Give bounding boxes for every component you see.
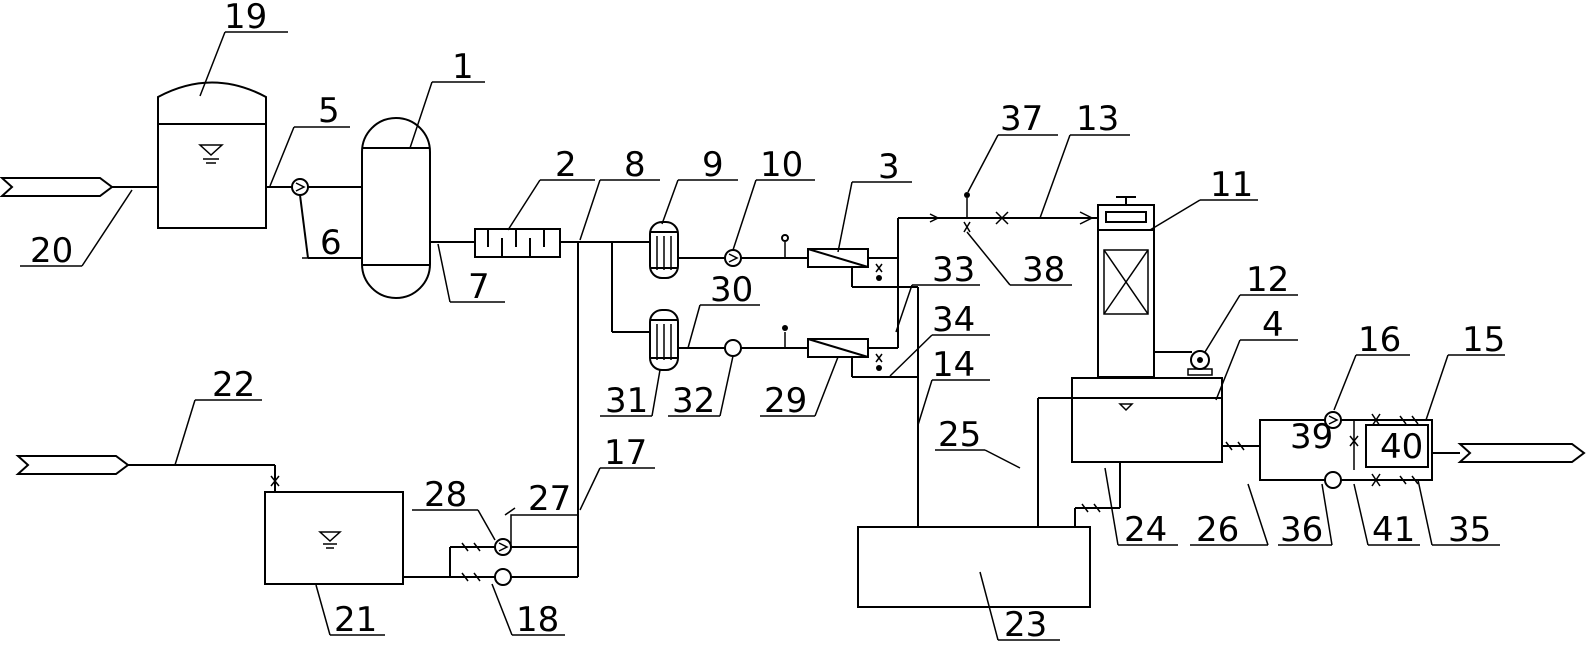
valve-icon — [963, 192, 971, 233]
valve-icon — [875, 353, 883, 371]
label-12: 12 — [1246, 260, 1289, 300]
label-28: 28 — [424, 475, 467, 515]
cartridge-9 — [649, 221, 679, 279]
tank-19 — [157, 81, 267, 229]
label-34: 34 — [932, 300, 975, 340]
pump-36-icon — [1324, 471, 1342, 489]
tank-4 — [1071, 377, 1223, 463]
basin-23 — [857, 526, 1091, 608]
label-4: 4 — [1262, 305, 1284, 345]
label-20: 20 — [30, 231, 73, 271]
pump-32-icon — [724, 339, 742, 357]
label-41: 41 — [1372, 510, 1415, 550]
membrane-29 — [807, 338, 869, 358]
tank-21 — [264, 491, 404, 585]
pump-icon — [291, 178, 309, 196]
label-27: 27 — [528, 479, 571, 519]
label-37: 37 — [1000, 99, 1043, 139]
fan-12 — [1154, 350, 1213, 376]
label-6: 6 — [320, 223, 342, 263]
pump-10-icon — [724, 249, 742, 267]
pump-18-icon — [494, 568, 512, 586]
label-5: 5 — [318, 91, 340, 131]
label-29: 29 — [764, 381, 807, 421]
label-40: 40 — [1380, 427, 1423, 467]
gauge-icon — [782, 325, 788, 348]
filter-2 — [474, 228, 561, 258]
label-9: 9 — [702, 145, 724, 185]
label-13: 13 — [1076, 99, 1119, 139]
vessel-1 — [361, 117, 431, 299]
label-15: 15 — [1462, 320, 1505, 360]
label-36: 36 — [1280, 510, 1323, 550]
pump-28-icon — [494, 538, 512, 556]
leader-lines — [20, 31, 1505, 641]
label-1: 1 — [452, 47, 474, 87]
label-31: 31 — [605, 381, 648, 421]
water-level-icon — [198, 144, 224, 164]
label-38: 38 — [1022, 250, 1065, 290]
check-valve-icon — [995, 211, 1009, 225]
inlet-arrow-bottom — [15, 455, 280, 492]
valve-icon — [875, 263, 883, 281]
label-30: 30 — [710, 270, 753, 310]
inlet-arrow-top — [0, 177, 158, 197]
label-33: 33 — [932, 250, 975, 290]
label-35: 35 — [1448, 510, 1491, 550]
label-18: 18 — [516, 600, 559, 640]
label-10: 10 — [760, 145, 803, 185]
cartridge-31 — [649, 309, 679, 371]
label-11: 11 — [1210, 165, 1253, 205]
outlet-arrow-right — [1433, 443, 1586, 463]
label-39: 39 — [1290, 417, 1333, 457]
label-24: 24 — [1124, 510, 1167, 550]
label-2: 2 — [555, 145, 577, 185]
valve-39-icon — [1349, 420, 1359, 470]
number-labels: 19 1 5 20 6 7 2 8 9 10 3 37 13 11 38 33 … — [30, 0, 1505, 645]
label-16: 16 — [1358, 320, 1401, 360]
label-19: 19 — [224, 0, 267, 37]
label-22: 22 — [212, 365, 255, 405]
label-25: 25 — [938, 415, 981, 455]
gauge-icon — [781, 234, 789, 258]
label-26: 26 — [1196, 510, 1239, 550]
label-17: 17 — [604, 433, 647, 473]
valve-icon — [1371, 473, 1419, 487]
tower-11 — [1097, 196, 1155, 384]
label-14: 14 — [932, 345, 975, 385]
label-23: 23 — [1004, 605, 1047, 645]
label-7: 7 — [468, 267, 490, 307]
label-3: 3 — [878, 147, 900, 187]
label-8: 8 — [624, 145, 646, 185]
label-32: 32 — [672, 381, 715, 421]
label-21: 21 — [334, 600, 377, 640]
